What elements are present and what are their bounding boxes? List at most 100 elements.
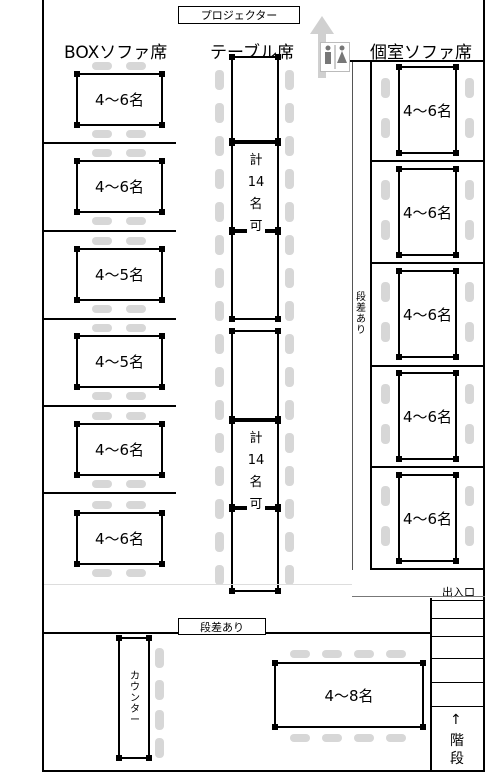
long-table-chair xyxy=(285,235,294,255)
stairs-step-line xyxy=(432,658,483,659)
bottom-table-chair xyxy=(290,734,310,742)
stairs-step-line xyxy=(432,706,483,707)
outer-wall-left xyxy=(42,0,44,772)
box-table-label: 4〜6名 xyxy=(94,441,145,459)
long-table-chair xyxy=(215,334,224,354)
long-table-chair xyxy=(215,565,224,585)
private-divider xyxy=(370,466,485,468)
stairs-wall xyxy=(430,598,432,772)
box-chair xyxy=(92,237,112,245)
long-table-chair xyxy=(215,532,224,552)
private-table: 4〜6名 xyxy=(396,472,459,564)
private-chair xyxy=(465,282,474,302)
box-chair xyxy=(126,324,146,332)
box-chair xyxy=(126,501,146,509)
restroom-icon xyxy=(320,42,350,72)
private-table: 4〜6名 xyxy=(396,268,459,360)
long-table-chair xyxy=(215,433,224,453)
private-table: 4〜6名 xyxy=(396,370,459,462)
box-chair xyxy=(126,569,146,577)
box-table-label: 4〜6名 xyxy=(94,530,145,548)
private-table: 4〜6名 xyxy=(396,166,459,258)
box-divider xyxy=(42,142,176,144)
box-chair xyxy=(92,305,112,313)
long-table-segment xyxy=(229,328,281,422)
long-table-segment xyxy=(229,229,281,322)
private-chair xyxy=(381,282,390,302)
private-divider xyxy=(370,365,485,367)
box-table-label: 4〜6名 xyxy=(94,178,145,196)
box-table: 4〜6名 xyxy=(74,421,165,478)
private-table: 4〜6名 xyxy=(396,64,459,156)
long-table-chair xyxy=(215,136,224,156)
box-chair xyxy=(92,392,112,400)
box-divider xyxy=(42,405,176,407)
stairs-step-line xyxy=(432,600,483,601)
long-table-chair xyxy=(285,499,294,519)
long-table-chair xyxy=(285,334,294,354)
private-table-label: 4〜6名 xyxy=(402,509,453,528)
long-table-chair xyxy=(285,367,294,387)
bottom-table-chair xyxy=(322,650,342,658)
bottom-table: 4〜8名 xyxy=(272,660,426,730)
box-divider xyxy=(42,492,176,494)
box-chair xyxy=(126,149,146,157)
counter-chair xyxy=(155,710,164,730)
step-note-right-box xyxy=(353,290,369,344)
long-table-chair xyxy=(215,235,224,255)
long-table-chair xyxy=(285,268,294,288)
box-chair xyxy=(92,569,112,577)
step-note-bottom: 段差あり xyxy=(178,618,266,635)
bottom-table-chair xyxy=(354,734,374,742)
outer-wall-bottom xyxy=(42,770,485,772)
box-table: 4〜6名 xyxy=(74,71,165,128)
box-chair xyxy=(126,217,146,225)
private-chair xyxy=(465,526,474,546)
long-table-chair xyxy=(285,169,294,189)
box-chair xyxy=(92,501,112,509)
box-table: 4〜6名 xyxy=(74,158,165,215)
long-table-chair xyxy=(285,301,294,321)
long-table-chair xyxy=(215,103,224,123)
private-chair xyxy=(381,424,390,444)
long-table-segment xyxy=(229,54,281,144)
box-chair xyxy=(126,237,146,245)
private-chair xyxy=(465,424,474,444)
private-chair xyxy=(465,78,474,98)
counter-chair xyxy=(155,738,164,758)
counter-chair xyxy=(155,648,164,668)
stairs-label: 階段 xyxy=(450,733,464,767)
long-table-chair xyxy=(285,103,294,123)
long-table-chair xyxy=(215,268,224,288)
long-table-chair xyxy=(215,70,224,90)
stairs-arrow: ↑ xyxy=(450,712,462,728)
private-wall-left xyxy=(370,62,372,570)
long-table-chair xyxy=(285,532,294,552)
long-table-chair xyxy=(215,499,224,519)
box-table-label: 4〜6名 xyxy=(94,91,145,109)
bottom-table-chair xyxy=(290,650,310,658)
box-divider xyxy=(42,230,176,232)
box-chair xyxy=(92,480,112,488)
private-divider xyxy=(370,160,485,162)
long-table-chair xyxy=(215,202,224,222)
long-table-chair xyxy=(285,202,294,222)
stairs-step-line xyxy=(432,636,483,637)
long-table-chair xyxy=(215,301,224,321)
private-table-label: 4〜6名 xyxy=(402,407,453,426)
private-chair xyxy=(381,322,390,342)
step-note-right: 段差あり xyxy=(356,292,366,336)
top-wall-right xyxy=(350,60,485,62)
long-table-chair xyxy=(285,70,294,90)
counter-label: カウンター xyxy=(130,671,140,726)
box-chair xyxy=(92,62,112,70)
box-chair xyxy=(92,324,112,332)
long-table-segment xyxy=(229,506,281,594)
private-chair xyxy=(465,180,474,200)
private-chair xyxy=(381,118,390,138)
private-chair xyxy=(381,384,390,404)
long-table-chair xyxy=(285,466,294,486)
box-table-label: 4〜5名 xyxy=(94,353,145,371)
